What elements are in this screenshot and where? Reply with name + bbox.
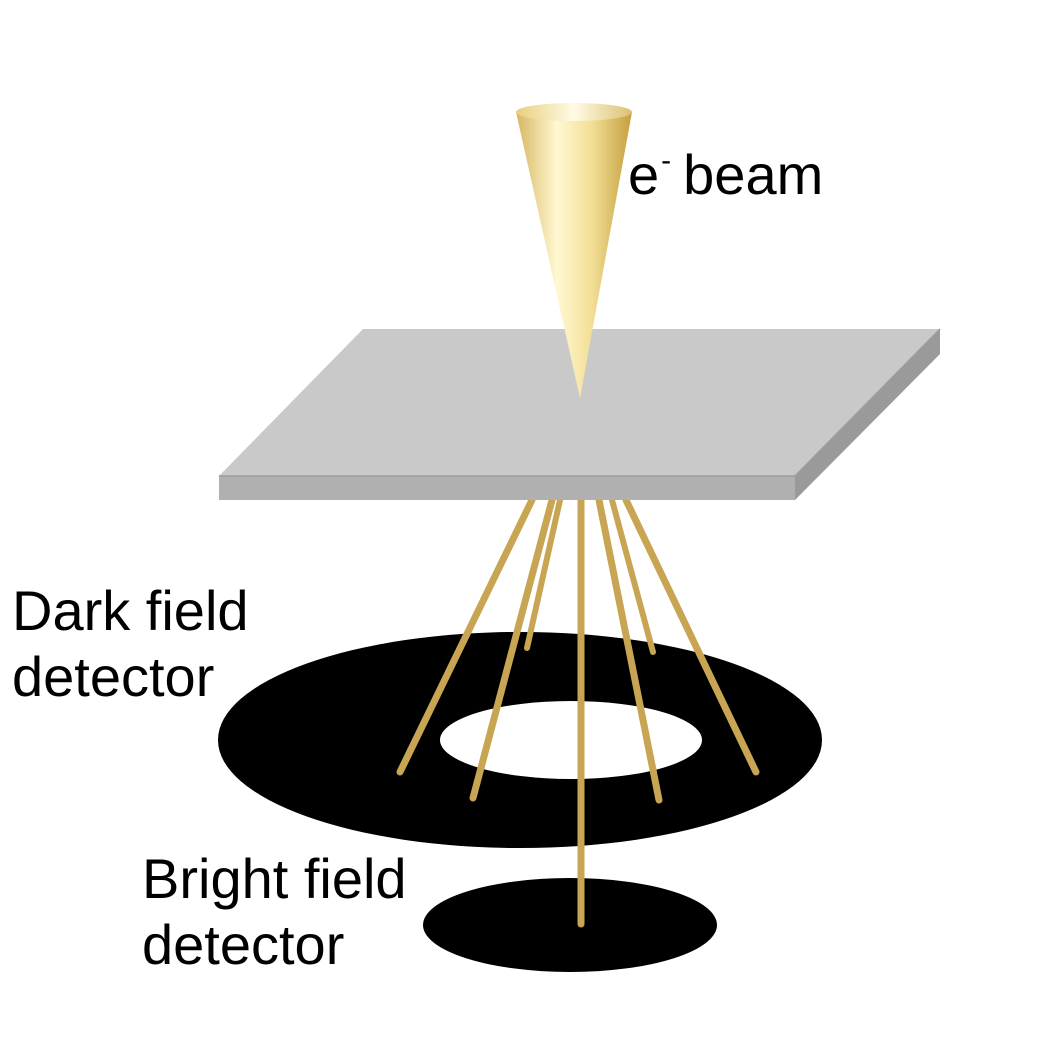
beam-word: beam bbox=[683, 143, 824, 206]
beam-symbol: e bbox=[628, 143, 660, 206]
bright-field-label-line1: Bright field bbox=[142, 847, 407, 910]
ray-inner-left bbox=[524, 497, 563, 651]
specimen-top-face bbox=[219, 329, 940, 476]
bright-field-detector bbox=[423, 878, 717, 972]
ray-inner-right bbox=[595, 496, 663, 804]
dark-field-detector-label: Dark field detector bbox=[12, 578, 249, 710]
ray-right-short bbox=[609, 497, 656, 655]
specimen-front-face bbox=[219, 476, 795, 500]
ray-left bbox=[469, 496, 556, 802]
ray-far-right bbox=[622, 496, 760, 776]
dark-field-label-line2: detector bbox=[12, 645, 215, 708]
beam-cone-top bbox=[516, 103, 632, 121]
electron-beam bbox=[516, 103, 632, 398]
scattered-rays bbox=[396, 496, 760, 928]
beam-cone bbox=[516, 112, 632, 398]
beam-superscript: - bbox=[661, 144, 672, 177]
specimen bbox=[219, 328, 941, 500]
dark-field-label-line1: Dark field bbox=[12, 579, 249, 642]
electron-beam-label: e-beam bbox=[628, 142, 823, 218]
bright-field-label-line2: detector bbox=[142, 913, 345, 976]
ray-far-left bbox=[396, 496, 536, 776]
dark-field-detector bbox=[217, 631, 823, 849]
bright-field-detector-label: Bright field detector bbox=[142, 846, 407, 978]
specimen-side-face bbox=[795, 329, 940, 500]
